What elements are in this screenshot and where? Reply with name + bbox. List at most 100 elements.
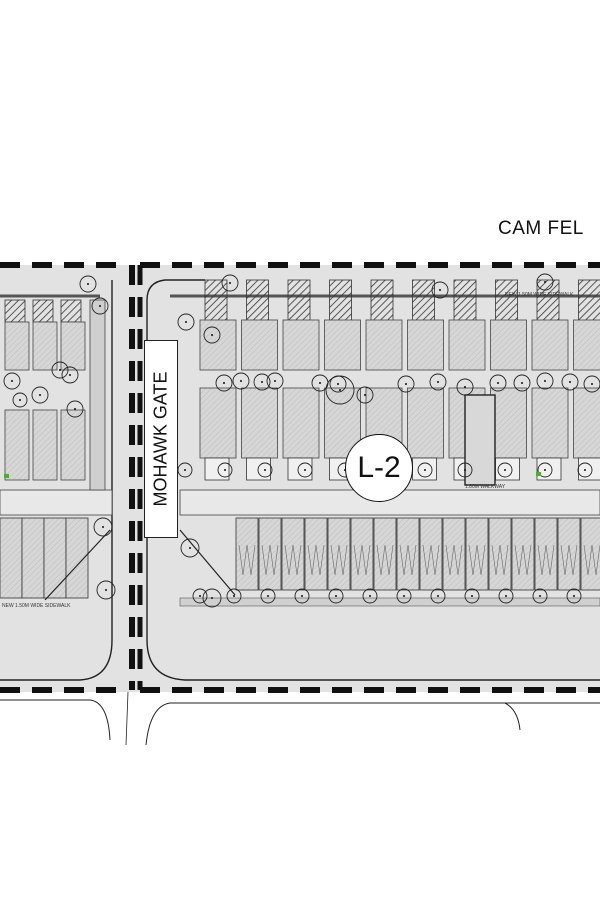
unit: [365, 319, 403, 371]
unit: [235, 517, 259, 591]
tree-trunk: [99, 305, 101, 307]
angled-walk: [179, 529, 236, 596]
tree-canopy: [513, 374, 531, 392]
zigzag: [238, 544, 256, 576]
tree-canopy: [91, 297, 109, 315]
tree-icon: [31, 386, 49, 404]
tree-trunk: [369, 595, 371, 597]
tree-canopy: [177, 313, 195, 331]
unit: [407, 319, 444, 371]
tree-canopy: [396, 588, 412, 604]
garage: [370, 279, 394, 323]
tree-canopy: [356, 386, 374, 404]
tree-icon: [93, 517, 113, 537]
tree-trunk: [19, 399, 21, 401]
unit: [488, 517, 512, 591]
tree-icon: [464, 588, 480, 604]
tree-icon: [566, 588, 582, 604]
left-sidewalk-note: NEW 1.50M WIDE SIDEWALK: [2, 603, 71, 609]
tree-canopy: [226, 588, 242, 604]
tree-canopy: [583, 375, 600, 393]
zigzag: [353, 544, 371, 576]
tree-trunk: [189, 547, 191, 549]
tree-trunk: [504, 469, 506, 471]
tree-icon: [96, 580, 116, 600]
tree-trunk: [211, 597, 213, 599]
patio: [578, 457, 600, 481]
tree-canopy: [257, 462, 273, 478]
tree-icon: [583, 375, 600, 393]
tree-icon: [226, 588, 242, 604]
garage: [32, 299, 54, 323]
tree-canopy: [192, 588, 208, 604]
unit: [199, 319, 237, 371]
lot-marker: L-2: [345, 434, 413, 502]
garage: [536, 279, 560, 323]
tree-icon: [536, 372, 554, 390]
zigzag: [468, 544, 486, 576]
tree-canopy: [294, 588, 310, 604]
zigzag: [445, 544, 463, 576]
tree-canopy: [202, 588, 222, 608]
unit: [373, 517, 397, 591]
tree-canopy: [532, 588, 548, 604]
right-curb: [146, 279, 600, 681]
tree-trunk: [573, 595, 575, 597]
tree-trunk: [424, 469, 426, 471]
green-marker: [4, 474, 9, 478]
zigzag: [261, 544, 279, 576]
tree-trunk: [267, 595, 269, 597]
unit: [282, 319, 320, 371]
tree-trunk: [319, 382, 321, 384]
garage: [60, 299, 82, 323]
tree-trunk: [223, 382, 225, 384]
tree-trunk: [301, 595, 303, 597]
tree-canopy: [3, 372, 21, 390]
lot-label-text: L-2: [357, 451, 401, 484]
tree-icon: [177, 462, 193, 478]
zigzag: [537, 544, 555, 576]
tree-trunk: [211, 334, 213, 336]
unit: [448, 319, 486, 371]
unit: [21, 517, 45, 599]
tree-trunk: [364, 394, 366, 396]
zigzag: [307, 544, 325, 576]
residential-units: [0, 279, 600, 601]
tree-canopy: [417, 462, 433, 478]
tree-trunk: [544, 281, 546, 283]
tree-icon: [429, 373, 447, 391]
tree-trunk: [584, 469, 586, 471]
tree-canopy: [217, 462, 233, 478]
tree-canopy: [457, 462, 473, 478]
unit: [511, 517, 535, 591]
tree-trunk: [102, 526, 104, 528]
unit: [465, 517, 489, 591]
unit: [327, 517, 351, 591]
tree-canopy: [31, 386, 49, 404]
unit-rear: [199, 387, 237, 459]
tree-trunk: [464, 386, 466, 388]
zigzag: [583, 544, 600, 576]
unit-rear: [282, 387, 320, 459]
tree-canopy: [93, 517, 113, 537]
tree-trunk: [274, 380, 276, 382]
tree-trunk: [591, 383, 593, 385]
tree-trunk: [105, 589, 107, 591]
unit: [534, 517, 558, 591]
left-curb: [0, 280, 113, 681]
unit: [4, 321, 30, 371]
amenity-walkway: [464, 394, 496, 486]
tree-icon: [294, 588, 310, 604]
tree-icon: [430, 588, 446, 604]
tree-canopy: [12, 392, 28, 408]
tree-icon: [536, 273, 554, 291]
property-boundary: [0, 262, 600, 746]
tree-trunk: [544, 469, 546, 471]
unit-rear: [407, 387, 444, 459]
tree-canopy: [362, 588, 378, 604]
garage: [412, 279, 435, 323]
tree-trunk: [199, 595, 201, 597]
tree-trunk: [437, 595, 439, 597]
tree-icon: [457, 462, 473, 478]
tree-trunk: [11, 380, 13, 382]
